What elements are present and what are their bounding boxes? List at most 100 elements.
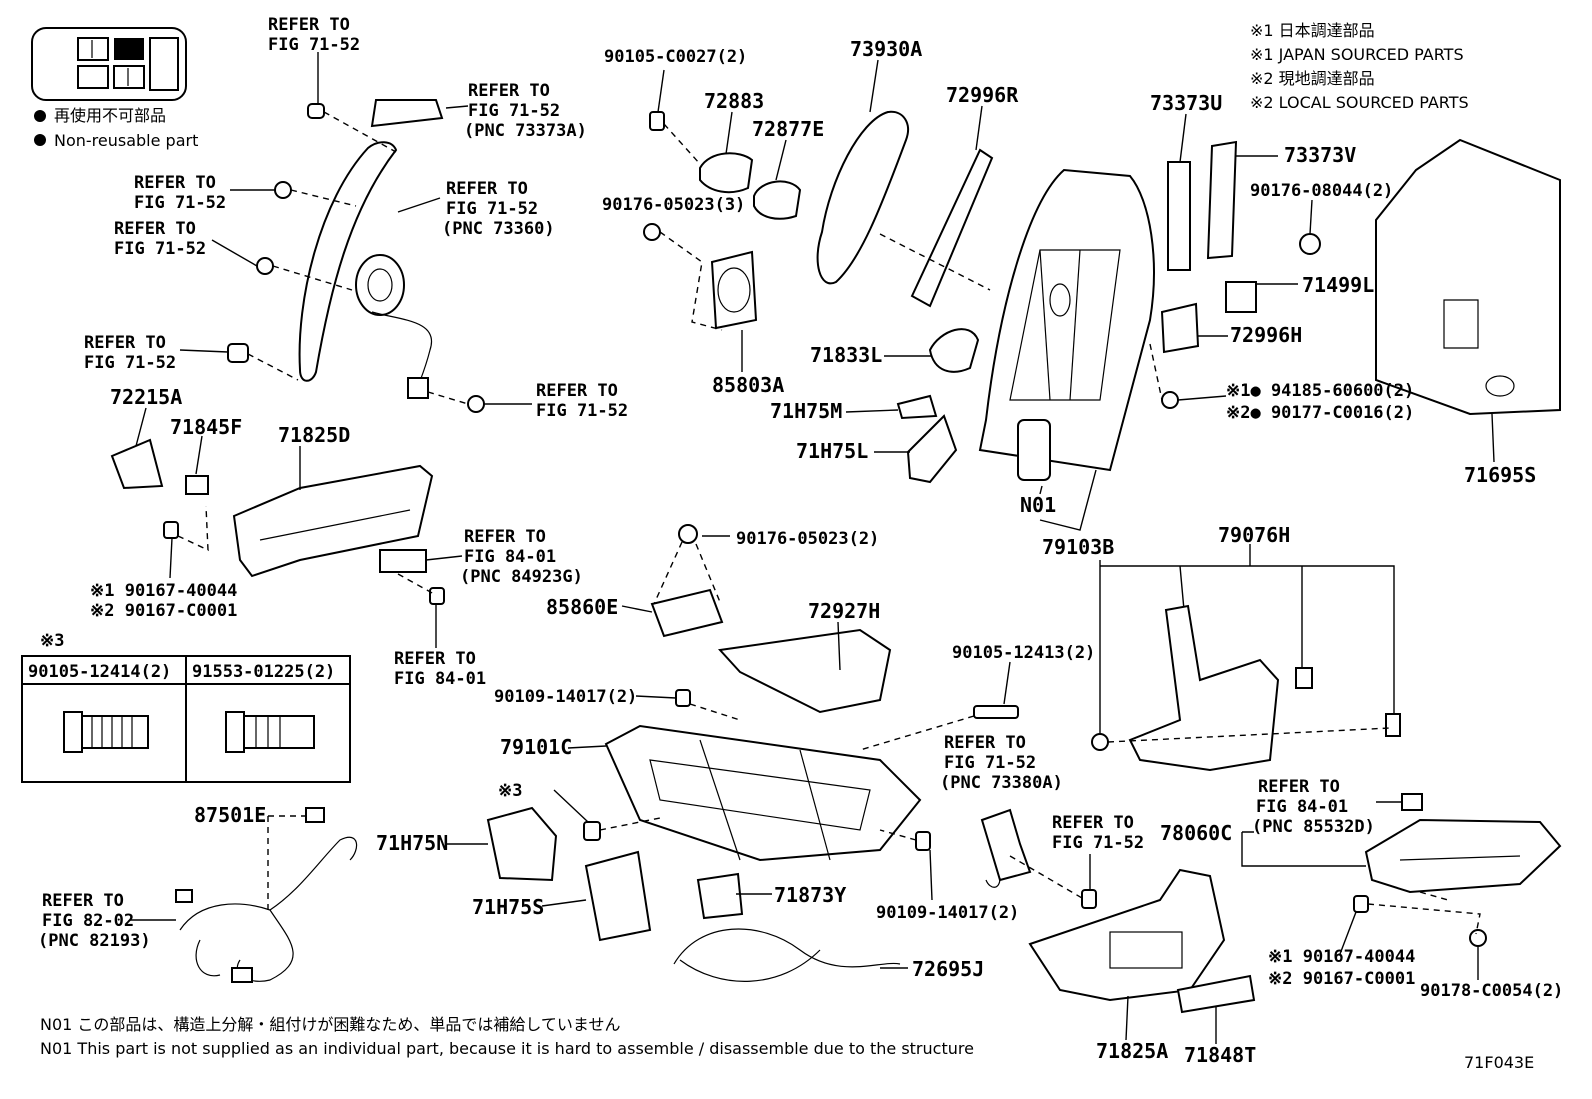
ref-label: FIG 84-01 <box>1256 797 1348 817</box>
part-90167-40044-b: ※1 90167-40044 <box>1268 947 1415 967</box>
ref-label: (PNC 85532D) <box>1252 817 1375 837</box>
part-90178-c0054: 90178-C0054(2) <box>1420 981 1563 1001</box>
ref-label: FIG 71-52 <box>268 35 360 55</box>
part-72695j: 72695J <box>912 957 984 981</box>
part-71825a: 71825A <box>1096 1039 1168 1063</box>
ref-label: FIG 84-01 <box>464 547 556 567</box>
left-middle-parts <box>110 438 445 605</box>
ref-label: FIG 71-52 <box>944 753 1036 773</box>
bracket-79076h <box>1091 604 1401 772</box>
part-71833l: 71833L <box>810 343 882 367</box>
part-72883: 72883 <box>704 89 764 113</box>
seat-frame-parts <box>583 524 1019 862</box>
ref-label: (PNC 84923G) <box>460 567 583 587</box>
ref-label: (PNC 73360) <box>442 219 555 239</box>
part-85803a: 85803A <box>712 373 784 397</box>
part-90176-05023-2: 90176-05023(2) <box>736 529 879 549</box>
part-90109-14017-b: 90109-14017(2) <box>876 903 1019 923</box>
part-71499l: 71499L <box>1302 273 1374 297</box>
seatback-parts <box>816 110 1561 484</box>
part-94185-60600: ※1● 94185-60600(2) <box>1226 381 1414 401</box>
mark-3b: ※3 <box>498 781 522 801</box>
ref-label: FIG 71-52 <box>1052 833 1144 853</box>
note3-mark: ※3 <box>40 631 64 651</box>
note-n01-en: N01 This part is not supplied as an indi… <box>40 1039 974 1058</box>
part-90167-c0001-a: ※2 90167-C0001 <box>90 601 237 621</box>
part-71h75n: 71H75N <box>376 831 448 855</box>
part-71h75s: 71H75S <box>472 895 544 919</box>
part-90167-c0001-b: ※2 90167-C0001 <box>1268 969 1415 989</box>
sourcing-legend-1: ※1 日本調達部品 <box>1250 21 1375 40</box>
part-71873y: 71873Y <box>774 883 846 907</box>
figure-code: 71F043E <box>1464 1053 1534 1072</box>
part-90176-05023-3: 90176-05023(3) <box>602 195 745 215</box>
part-73373v: 73373V <box>1284 143 1356 167</box>
ref-label: (PNC 82193) <box>38 931 151 951</box>
legend-nonreusable-en: Non-reusable part <box>54 131 198 150</box>
ref-label: FIG 84-01 <box>394 669 486 689</box>
ref-label: (PNC 73380A) <box>940 773 1063 793</box>
wire-harness-87501e <box>175 807 358 983</box>
part-71845f: 71845F <box>170 415 242 439</box>
ref-label: REFER TO <box>84 333 166 353</box>
nonreusable-dot-icon <box>34 134 46 146</box>
lower-center-parts <box>486 806 901 982</box>
flange-bolt-icon <box>225 711 315 753</box>
part-72215a: 72215A <box>110 385 182 409</box>
part-78060c: 78060C <box>1160 821 1232 845</box>
ref-label: REFER TO <box>268 15 350 35</box>
part-79076h: 79076H <box>1218 523 1290 547</box>
ref-label: REFER TO <box>446 179 528 199</box>
tray-78060c <box>1353 793 1562 947</box>
part-90109-14017-a: 90109-14017(2) <box>494 687 637 707</box>
part-71h75m: 71H75M <box>770 399 842 423</box>
part-90177-c0016: ※2● 90177-C0016(2) <box>1226 403 1414 423</box>
ref-label: REFER TO <box>464 527 546 547</box>
part-71695s: 71695S <box>1464 463 1536 487</box>
seat-belt-assembly <box>227 99 485 413</box>
part-90167-40044-a: ※1 90167-40044 <box>90 581 237 601</box>
ref-label: FIG 71-52 <box>468 101 560 121</box>
part-90105-c0027: 90105-C0027(2) <box>604 47 747 67</box>
ref-label: FIG 71-52 <box>536 401 628 421</box>
part-n01: N01 <box>1020 493 1056 517</box>
ref-label: REFER TO <box>114 219 196 239</box>
bolt-table: ※3 90105-12414(2) 91553-01225(2) <box>21 631 351 783</box>
nonreusable-dot-icon <box>34 110 46 122</box>
ref-label: REFER TO <box>394 649 476 669</box>
sourcing-legend-3: ※2 現地調達部品 <box>1250 69 1375 88</box>
ref-label: REFER TO <box>134 173 216 193</box>
note-n01-jp: N01 この部品は、構造上分解・組付けが困難なため、単品では補給していません <box>40 1015 620 1034</box>
ref-label: FIG 71-52 <box>114 239 206 259</box>
part-71h75l: 71H75L <box>796 439 868 463</box>
upper-middle-parts <box>643 111 802 330</box>
part-73930a: 73930A <box>850 37 922 61</box>
part-87501e: 87501E <box>194 803 266 827</box>
ref-label: REFER TO <box>1052 813 1134 833</box>
part-72927h: 72927H <box>808 599 880 623</box>
ref-label: (PNC 73373A) <box>464 121 587 141</box>
part-71825d: 71825D <box>278 423 350 447</box>
sourcing-legend-2: ※1 JAPAN SOURCED PARTS <box>1250 45 1464 64</box>
part-72996h: 72996H <box>1230 323 1302 347</box>
buckle-and-cover <box>980 808 1256 1014</box>
switch-panel-icon <box>31 27 187 101</box>
ref-label: FIG 71-52 <box>84 353 176 373</box>
ref-label: FIG 82-02 <box>42 911 134 931</box>
part-79103b: 79103B <box>1042 535 1114 559</box>
part-72996r: 72996R <box>946 83 1019 107</box>
legend-nonreusable-jp: 再使用不可部品 <box>54 106 166 125</box>
ref-label: REFER TO <box>42 891 124 911</box>
part-72877e: 72877E <box>752 117 824 141</box>
ref-label: REFER TO <box>1258 777 1340 797</box>
part-71848t: 71848T <box>1184 1043 1256 1067</box>
part-90105-12413: 90105-12413(2) <box>952 643 1095 663</box>
ref-label: REFER TO <box>944 733 1026 753</box>
ref-label: FIG 71-52 <box>134 193 226 213</box>
sourcing-legend-4: ※2 LOCAL SOURCED PARTS <box>1250 93 1469 112</box>
part-73373u: 73373U <box>1150 91 1222 115</box>
part-85860e: 85860E <box>546 595 618 619</box>
bolt-91553-01225: 91553-01225(2) <box>192 662 335 682</box>
ref-label: REFER TO <box>536 381 618 401</box>
